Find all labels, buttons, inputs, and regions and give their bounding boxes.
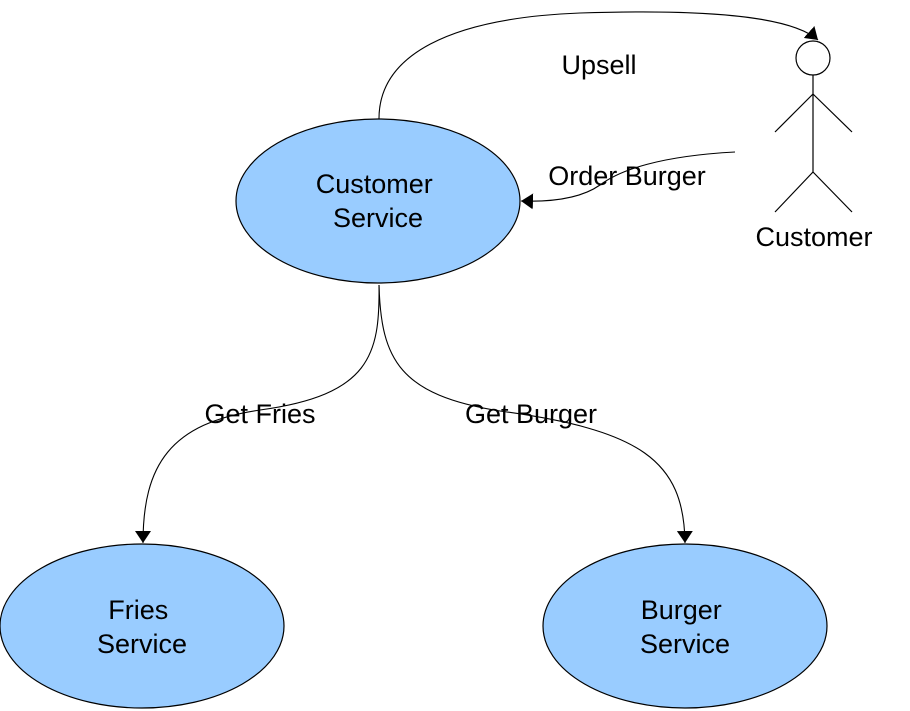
node-customer-service-label: Customer Service [316,169,441,233]
actor-leg-left-line [774,171,814,213]
node-burger-service-label: Burger Service [640,595,730,659]
edge-get-burger-line [378,284,693,544]
edge-upsell-label: Upsell [561,50,636,80]
node-burger-service-line-2: Service [640,629,730,659]
actor-arm-left-line [774,93,814,133]
edge-order-burger-label: Order Burger [548,161,706,191]
node-fries-service: Fries Service [0,543,285,709]
node-fries-service-line-1: Fries [108,595,168,625]
edge-get-burger-label: Get Burger [465,399,597,429]
edge-get-fries-label: Get Fries [204,399,315,429]
node-fries-service-line-2: Service [97,629,187,659]
actor-arm-right-line [812,93,853,133]
node-burger-service-shape [542,543,828,709]
actor-customer: Customer [755,40,873,252]
node-burger-service: Burger Service [542,543,828,709]
actor-leg-right-line [812,171,853,213]
actor-customer-label: Customer [755,222,872,252]
node-customer-service: Customer Service [235,118,521,284]
node-fries-service-label: Fries Service [97,595,187,659]
actor-head-icon [795,40,831,76]
edge-upsell-line [378,11,819,121]
edge-order-burger-line [520,151,736,210]
edge-get-fries-line [135,284,380,544]
node-fries-service-shape [0,543,285,709]
node-customer-service-shape [235,118,521,284]
node-customer-service-line-2: Service [333,203,423,233]
node-customer-service-line-1: Customer [316,169,433,199]
node-burger-service-line-1: Burger [641,595,722,625]
